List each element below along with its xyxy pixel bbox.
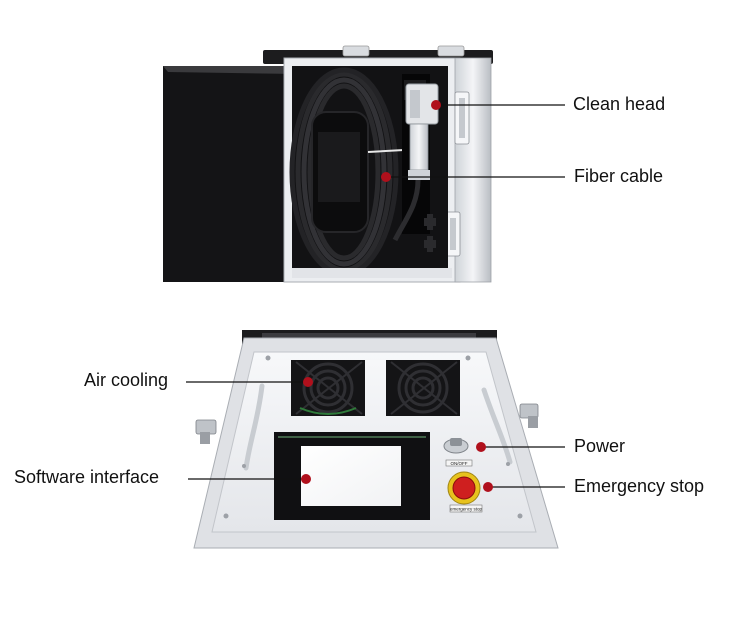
cooling-fan-right [386, 360, 460, 416]
fiber-cable-marker [381, 172, 391, 182]
top-case-photo [163, 45, 493, 283]
clean-head-marker [431, 100, 441, 110]
panel-handle-left [243, 383, 265, 471]
label-software-interface: Software interface [14, 467, 160, 487]
bottom-panel-photo: ON/OFF emergency stop [193, 330, 559, 549]
software-interface-marker [301, 474, 311, 484]
power-key-switch: ON/OFF [443, 438, 473, 467]
callout-emergency-stop [483, 482, 565, 492]
panel-handle-right [481, 387, 513, 465]
callout-power [476, 442, 565, 452]
side-latch-right [519, 403, 539, 428]
power-switch-tag: ON/OFF [451, 461, 468, 466]
cooling-fan-left [291, 360, 365, 416]
panel-screws [223, 355, 523, 519]
estop-tag: emergency stop [450, 507, 483, 512]
case-hinge-upper [454, 91, 470, 145]
callout-software-interface [188, 474, 311, 484]
case-lid [163, 66, 300, 282]
emergency-stop-button: emergency stop [447, 471, 483, 513]
label-air-cooling: Air cooling [84, 370, 169, 390]
clean-head-tool [405, 83, 439, 180]
label-power: Power [574, 436, 626, 456]
case-top-latch-left [342, 45, 370, 57]
touch-screen [274, 432, 430, 520]
callout-fiber-cable [381, 172, 565, 182]
case-top-latch-right [437, 45, 465, 57]
label-fiber-cable: Fiber cable [574, 166, 664, 186]
callout-air-cooling [186, 377, 313, 387]
case-hinge-lower [445, 211, 461, 257]
callout-clean-head [431, 100, 565, 110]
label-clean-head: Clean head [573, 94, 666, 114]
side-latch-left [195, 419, 217, 444]
emergency-stop-marker [483, 482, 493, 492]
power-marker [476, 442, 486, 452]
label-emergency-stop: Emergency stop [574, 476, 705, 496]
air-cooling-marker [303, 377, 313, 387]
